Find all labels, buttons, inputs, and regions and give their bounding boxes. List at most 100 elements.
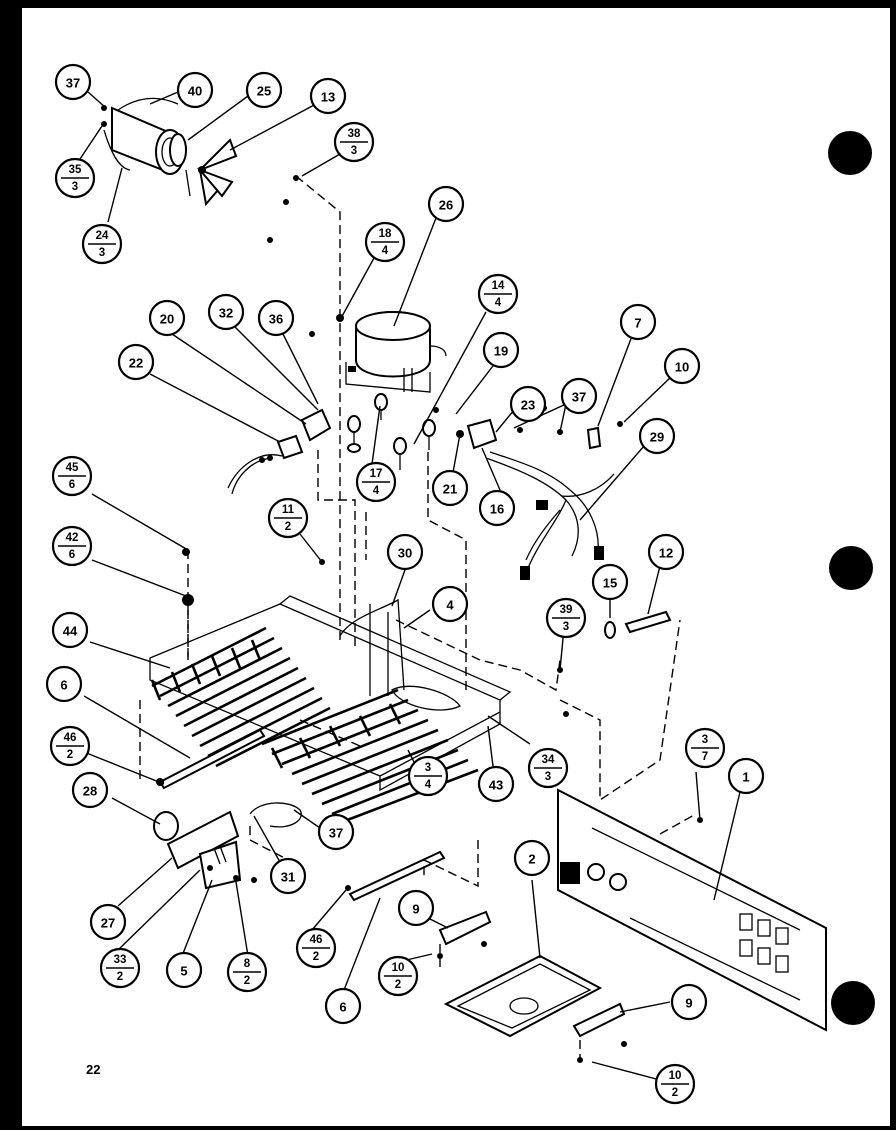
drain-pan <box>443 954 603 1038</box>
callout-10a: 10 <box>663 347 701 385</box>
callout-circle <box>619 303 657 341</box>
callout-part-number: 35 <box>69 164 82 176</box>
callout-9a: 9 <box>397 889 435 927</box>
condenser-coil <box>150 626 331 768</box>
callout-part-number: 10 <box>669 1070 682 1082</box>
callout-label: 23 <box>521 398 535 413</box>
callout-circle <box>670 983 708 1021</box>
callout-circle <box>257 299 295 337</box>
callout-29: 29 <box>638 417 676 455</box>
callout-10b: 102 <box>377 955 419 997</box>
callout-quantity: 2 <box>285 521 291 533</box>
callout-31: 31 <box>269 857 307 895</box>
callout-circle <box>513 839 551 877</box>
callout-label: 1 <box>742 770 749 785</box>
callout-24: 243 <box>81 223 123 265</box>
callout-23: 23 <box>509 385 547 423</box>
rails <box>158 728 446 902</box>
callout-circle <box>89 903 127 941</box>
timer-bracket <box>153 810 242 890</box>
callout-quantity: 4 <box>382 245 389 257</box>
callout-circle <box>663 347 701 385</box>
callout-7: 7 <box>619 303 657 341</box>
pan-brackets <box>438 910 626 1038</box>
callout-quantity: 4 <box>373 485 380 497</box>
callout-circle <box>269 857 307 895</box>
callout-circle <box>477 765 515 803</box>
callout-13: 13 <box>309 77 347 115</box>
sensor-and-clip <box>604 610 672 639</box>
callout-label: 29 <box>650 430 664 445</box>
callout-part-number: 17 <box>370 468 383 480</box>
callout-22: 22 <box>117 343 155 381</box>
callout-37c: 37 <box>317 813 355 851</box>
callout-label: 31 <box>281 870 295 885</box>
callout-label: 25 <box>257 84 271 99</box>
callout-6a: 6 <box>45 665 83 703</box>
callout-circle <box>431 585 469 623</box>
callout-45: 456 <box>51 455 93 497</box>
callout-part-number: 8 <box>244 958 251 970</box>
callout-circle <box>54 63 92 101</box>
callout-3_7: 37 <box>684 727 726 769</box>
callout-label: 10 <box>675 360 689 375</box>
callout-quantity: 2 <box>395 979 401 991</box>
callout-2: 2 <box>513 839 551 877</box>
callout-label: 13 <box>321 90 335 105</box>
callout-circle <box>431 469 469 507</box>
callout-44: 44 <box>51 611 89 649</box>
callout-part-number: 3 <box>702 734 708 746</box>
callout-21: 21 <box>431 469 469 507</box>
callout-circle <box>51 611 89 649</box>
callout-label: 12 <box>659 546 673 561</box>
callout-quantity: 6 <box>69 549 75 561</box>
binder-hole-middle <box>829 546 873 590</box>
callout-label: 40 <box>188 84 202 99</box>
binder-hole-top <box>828 131 872 175</box>
callout-label: 7 <box>634 316 641 331</box>
callout-label: 30 <box>398 546 412 561</box>
callout-14: 144 <box>477 273 519 315</box>
evaporator-coil <box>261 688 479 824</box>
callout-label: 2 <box>528 852 535 867</box>
callout-20: 20 <box>148 299 186 337</box>
callout-9b: 9 <box>670 983 708 1021</box>
grommets <box>347 393 436 470</box>
callout-quantity: 3 <box>351 145 357 157</box>
callout-19: 19 <box>482 331 520 369</box>
callout-35: 353 <box>54 157 96 199</box>
callout-circle <box>509 385 547 423</box>
callout-quantity: 6 <box>69 479 75 491</box>
callout-label: 22 <box>129 356 143 371</box>
callout-37a: 37 <box>54 63 92 101</box>
callout-42: 426 <box>51 525 93 567</box>
callout-quantity: 4 <box>425 779 432 791</box>
callout-8: 82 <box>226 951 268 993</box>
callout-circle <box>45 665 83 703</box>
callout-26: 26 <box>427 185 465 223</box>
callout-label: 9 <box>412 902 419 917</box>
callout-1: 1 <box>727 757 765 795</box>
callout-quantity: 3 <box>99 247 105 259</box>
callout-33: 332 <box>99 947 141 989</box>
relay-assembly <box>227 408 332 495</box>
fan-motor-assembly <box>101 97 238 207</box>
callout-40: 40 <box>176 71 214 109</box>
callout-part-number: 24 <box>96 230 109 242</box>
callout-16: 16 <box>478 489 516 527</box>
callout-circle <box>309 77 347 115</box>
callout-label: 16 <box>490 502 504 517</box>
callout-circle <box>638 417 676 455</box>
callout-circle <box>176 71 214 109</box>
callout-4: 4 <box>431 585 469 623</box>
callout-part-number: 38 <box>348 128 361 140</box>
callout-label: 6 <box>60 678 67 693</box>
callout-11: 112 <box>267 497 309 539</box>
callout-label: 28 <box>83 784 97 799</box>
callout-30: 30 <box>386 533 424 571</box>
callout-circle <box>324 987 362 1025</box>
callout-circle <box>482 331 520 369</box>
callout-label: 43 <box>489 778 503 793</box>
callout-17: 174 <box>355 461 397 503</box>
